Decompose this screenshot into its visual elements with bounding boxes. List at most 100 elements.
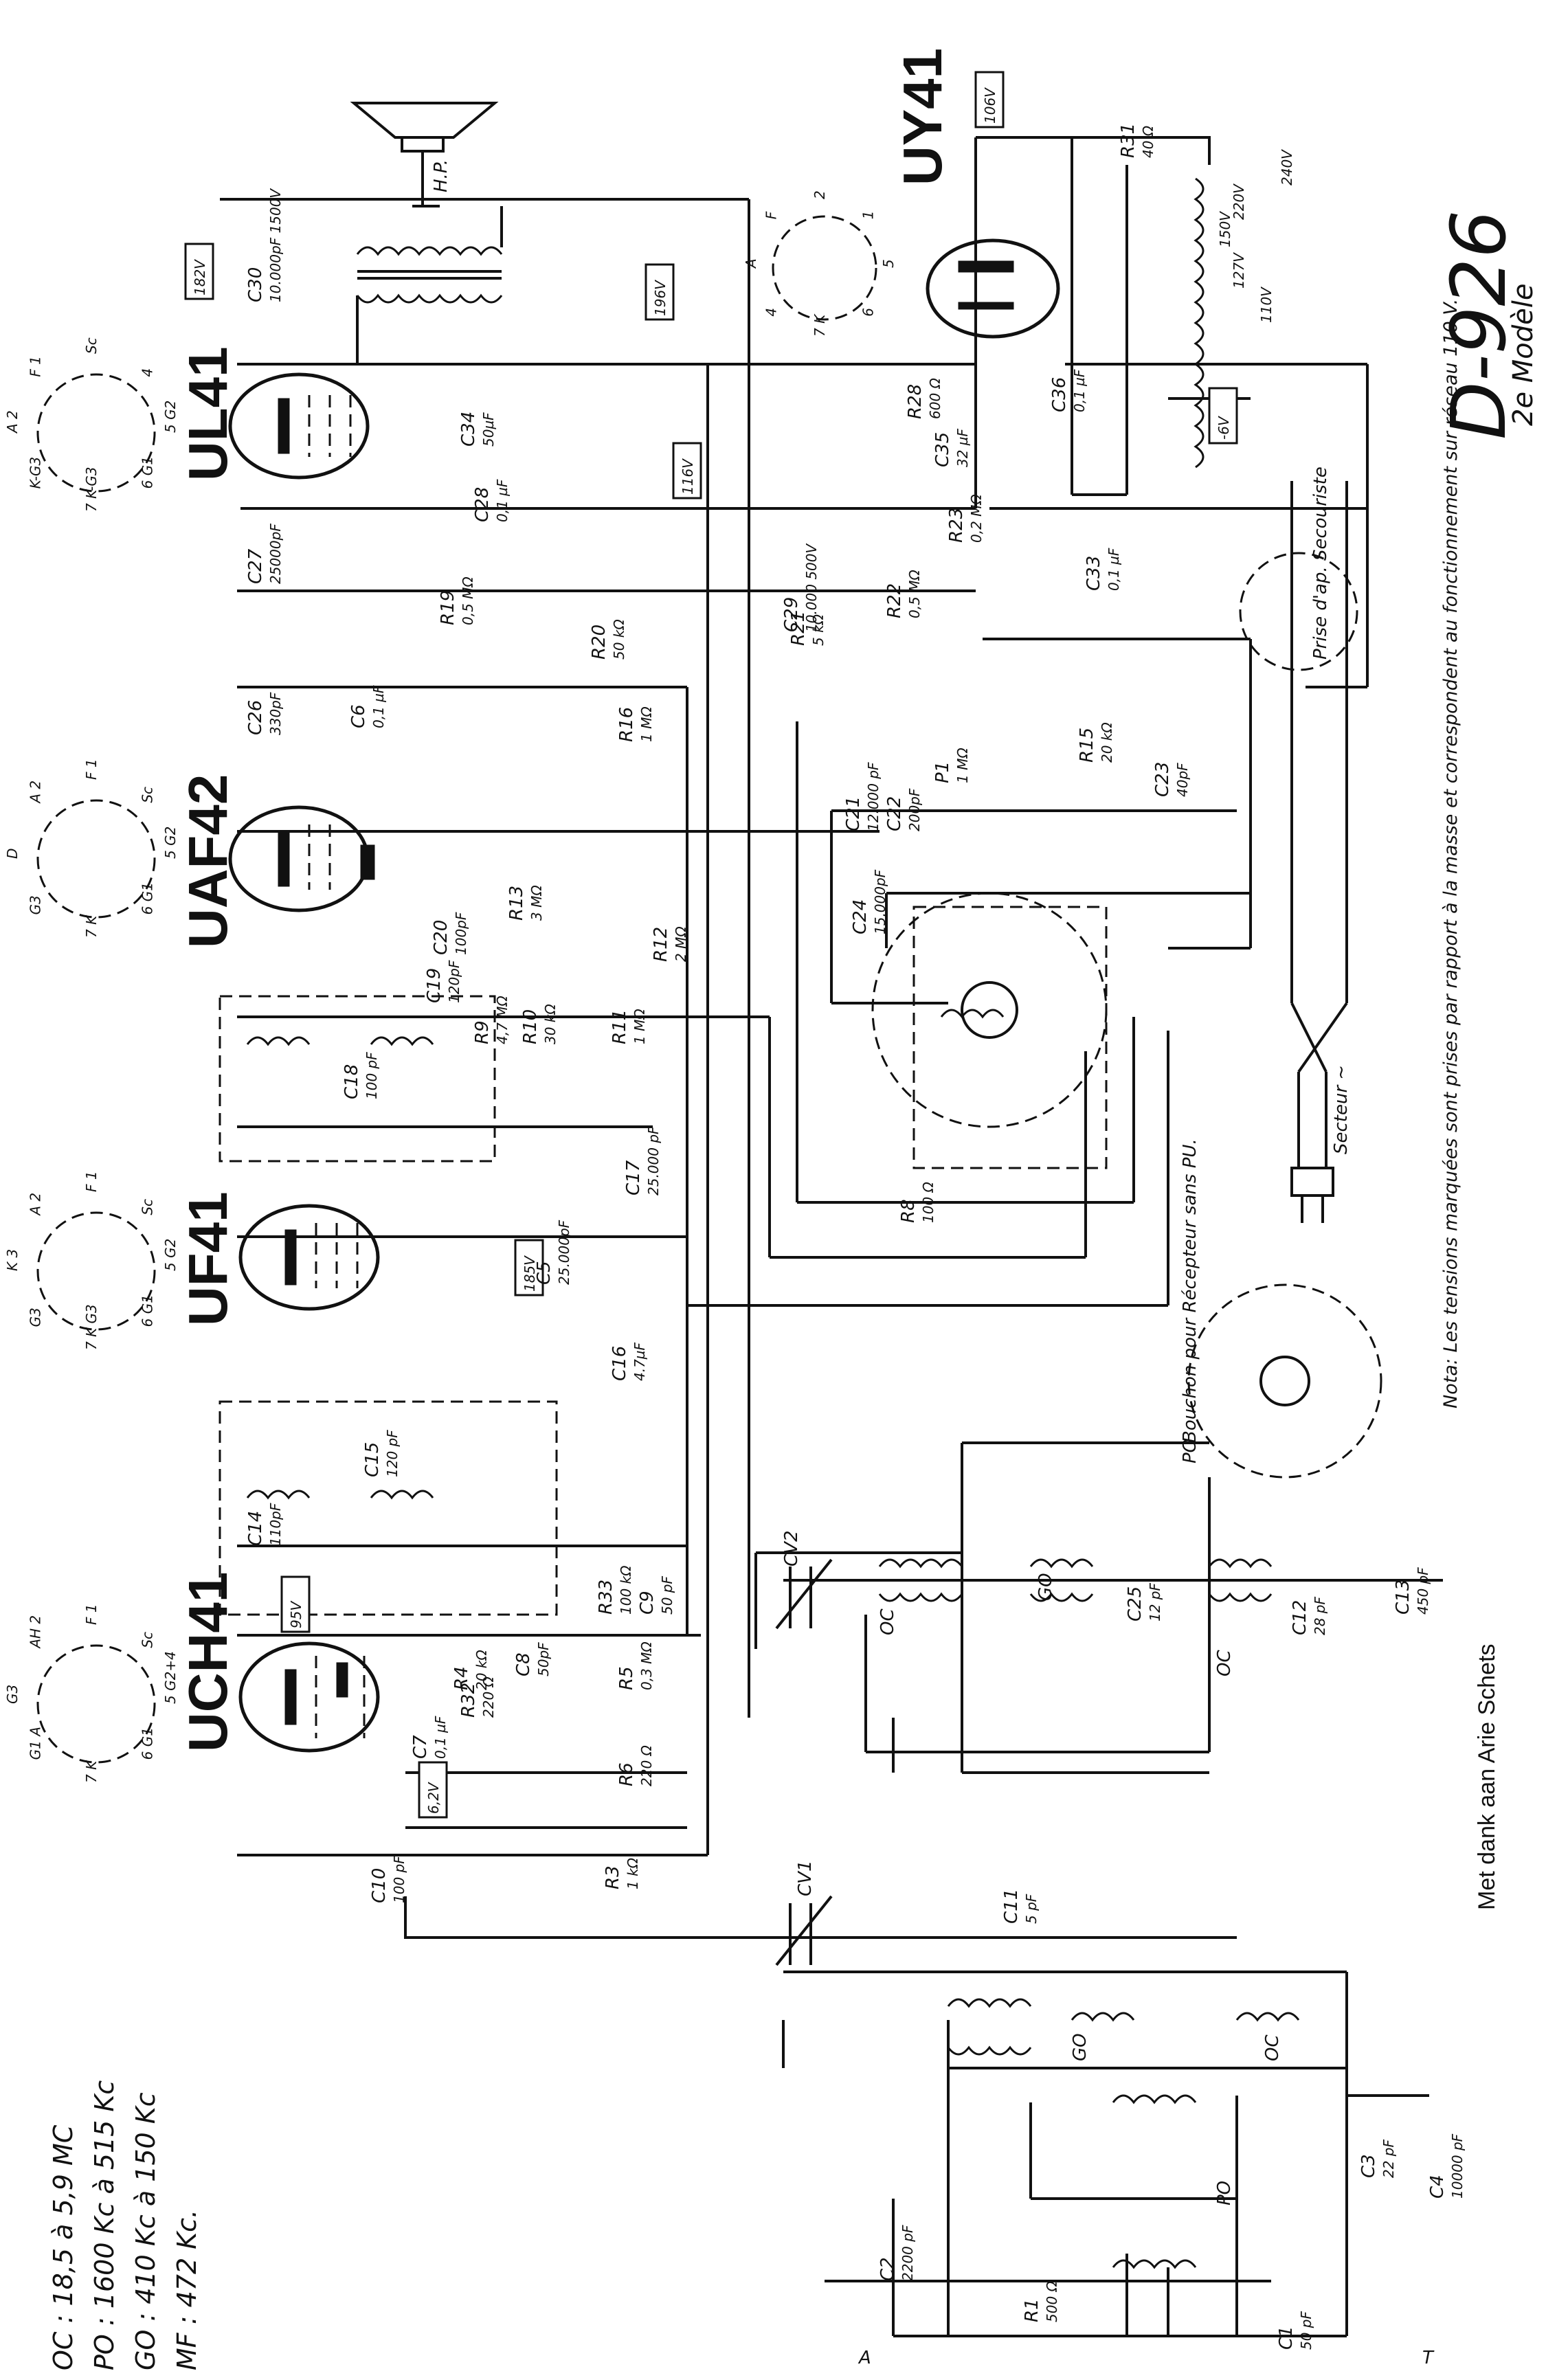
pin-label-uf41: G3 [27, 1307, 44, 1327]
band-mf: MF : 472 Kc. [172, 2210, 202, 2370]
pin-label-ul41: K-G3 [27, 457, 44, 489]
resistor-value: 20 kΩ [1099, 722, 1115, 763]
resistor-value: 0,3 MΩ [638, 1641, 655, 1690]
pin-label-uf41: 5 G2 [162, 1239, 179, 1271]
pin-label-uaf42: 7 K [83, 914, 100, 938]
resistor-ref: R28 [905, 384, 926, 419]
resistor-value: 1 MΩ [631, 1009, 648, 1044]
capacitor-ref: C27 [245, 548, 266, 584]
model-number: D-926 [1435, 210, 1523, 440]
capacitor-ref: C36 [1049, 377, 1070, 412]
resistor-value: 1 MΩ [954, 748, 971, 783]
pin-label-uy41: A [743, 258, 759, 269]
capacitor-ref: C7 [410, 1735, 431, 1759]
pin-label-uch41: G3 [4, 1685, 21, 1704]
voltage-tag: 185V [522, 1255, 538, 1292]
resistor-ref: R10 [520, 1009, 541, 1044]
capacitor-ref: C2 [877, 2257, 898, 2281]
resistor-value: 30 kΩ [542, 1004, 559, 1044]
pin-label-uf41: A 2 [27, 1193, 44, 1217]
pin-label-ul41: 6 G1 [139, 456, 155, 489]
coil-label: OC [1214, 1650, 1235, 1676]
pin-label-uch41: 6 G1 [139, 1727, 155, 1760]
tube-uaf42 [228, 805, 375, 912]
band-ranges: OC : 18,5 à 5,9 MC PO : 1600 Kc à 515 Kc… [48, 2080, 202, 2370]
coil-label: OC [1262, 2034, 1283, 2061]
resistor-value: 100 kΩ [618, 1565, 634, 1615]
resistor-ref: R1 [1022, 2298, 1042, 2322]
pin-label-uch41: G1 A [27, 1727, 44, 1760]
capacitor-value: 120 pF [384, 1430, 401, 1477]
capacitor-value: 12.000 pF [865, 762, 882, 831]
capacitor-ref: C13 [1393, 1580, 1413, 1615]
capacitor-value: 5 pF [1023, 1894, 1040, 1924]
voltage-tag: 182V [192, 259, 208, 295]
coil-label: PO [1214, 2181, 1235, 2205]
capacitor-ref: C25 [1125, 1586, 1145, 1621]
pin-label-uy41: F [763, 211, 779, 219]
capacitor-ref: C14 [245, 1511, 266, 1546]
resistor-ref: R20 [589, 625, 609, 660]
resistor-value: 600 Ω [927, 377, 943, 419]
model-subtitle: 2e Modèle [1508, 284, 1539, 426]
capacitor-ref: C4 [1427, 2175, 1448, 2199]
capacitor-value: 450 pF [1415, 1567, 1431, 1615]
label-ground: T [1422, 2348, 1435, 2368]
capacitor-value: 110pF [267, 1503, 284, 1546]
note-block: Nota: Les tensions marquées sont prises … [1440, 299, 1461, 1408]
capacitor-value: 2200 pF [899, 2225, 916, 2281]
capacitor-ref: C16 [609, 1346, 630, 1381]
capacitor-value: 15.000pF [872, 869, 888, 934]
misc-labels: Prise d'ap. Secouriste Secteur ~ H.P. Bo… [431, 149, 1435, 2368]
resistor-ref: P1 [932, 761, 953, 783]
capacitor-value: 25.000pF [556, 1220, 572, 1285]
pinout-uf41 [36, 1211, 156, 1331]
capacitor-ref: C5 [534, 1261, 554, 1285]
capacitor-value: 0,1 µF [494, 479, 511, 522]
capacitor-value: 10.000pF 1500V [267, 188, 284, 302]
capacitor-value: 100 pF [391, 1856, 407, 1903]
resistor-value: 1 MΩ [638, 706, 655, 742]
resistor-ref: R33 [596, 1580, 616, 1615]
wiring [220, 136, 1443, 2337]
pin-label-uch41: F 1 [83, 1604, 100, 1625]
band-po: PO : 1600 Kc à 515 Kc [89, 2080, 120, 2370]
if-transformer-shields [219, 906, 1108, 1616]
voltage-tag-box [280, 1575, 311, 1633]
resistor-ref: R32 [458, 1683, 479, 1718]
resistor-value: 20 kΩ [473, 1650, 490, 1690]
if-coils [246, 1009, 1005, 1500]
pin-label-uy41: 2 [811, 190, 828, 199]
capacitor-value: 50µF [480, 412, 497, 447]
pin-label-ul41: 4 [139, 368, 155, 377]
capacitor-value: 50pF [535, 1642, 552, 1676]
pinout-uaf42 [36, 799, 156, 919]
pin-label-ul41: 7 K-G3 [83, 467, 100, 512]
capacitor-value: 25.000 pF [645, 1126, 662, 1195]
voltage-tag: -6V [1215, 416, 1232, 440]
capacitor-ref: C9 [637, 1591, 658, 1615]
capacitor-value: 0,1 µF [1071, 369, 1088, 412]
capacitor-ref: C6 [348, 704, 369, 728]
label-prise: Prise d'ap. Secouriste [1310, 467, 1331, 660]
capacitor-value: 100 pF [363, 1052, 380, 1099]
rf-coils-osc [878, 1558, 1273, 1602]
capacitor-value: 0,1 µF [432, 1716, 449, 1759]
voltage-tag: 106V [982, 87, 998, 124]
band-oc: OC : 18,5 à 5,9 MC [48, 2124, 78, 2370]
label-mains-127: 127V [1231, 252, 1247, 289]
tube-ul41 [228, 372, 370, 480]
credit-text: Met dank aan Arie Schets [1474, 1644, 1500, 1910]
label-secteur: Secteur ~ [1331, 1065, 1352, 1154]
tube-label-uaf42: UAF42 [177, 774, 238, 948]
capacitor-value: 4.7µF [631, 1342, 648, 1381]
resistor-ref: R6 [616, 1762, 637, 1786]
coil-label: GO [1070, 2033, 1090, 2061]
variable-capacitor-cv1 [775, 1895, 833, 1966]
voltage-tag-box [514, 1239, 544, 1296]
pin-label-uaf42: D [4, 849, 21, 859]
capacitor-ref: C12 [1290, 1600, 1310, 1635]
pinout-uy41 [772, 215, 877, 321]
